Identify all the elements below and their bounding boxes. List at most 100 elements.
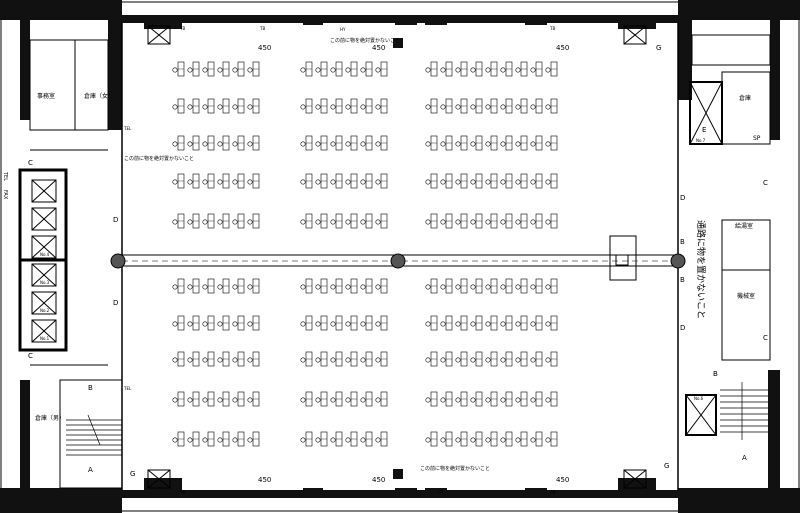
marker-c-3: C <box>763 179 768 187</box>
desk <box>360 135 373 151</box>
desk <box>515 135 528 151</box>
desk <box>375 173 388 189</box>
desk <box>500 315 513 331</box>
desk <box>345 278 358 294</box>
dim-450-br: 450 <box>556 476 569 484</box>
desk <box>545 173 558 189</box>
right-room-labels: 倉庫 SP 給湯室 機械室 <box>735 94 761 300</box>
desk <box>425 173 438 189</box>
desk <box>300 98 313 114</box>
desk <box>360 315 373 331</box>
desk <box>360 431 373 447</box>
tb-3: TB <box>549 26 555 31</box>
room-office-3: 倉庫（男） <box>35 414 65 422</box>
desk <box>315 135 328 151</box>
desk <box>375 98 388 114</box>
desk <box>217 391 230 407</box>
desk <box>217 61 230 77</box>
desk <box>470 391 483 407</box>
desk <box>515 61 528 77</box>
desk <box>515 391 528 407</box>
marker-c-2: C <box>28 352 33 360</box>
desk <box>202 61 215 77</box>
desk <box>515 431 528 447</box>
desk <box>217 315 230 331</box>
desk <box>330 213 343 229</box>
desk <box>440 213 453 229</box>
desk <box>187 391 200 407</box>
desk <box>345 431 358 447</box>
desk <box>440 173 453 189</box>
desk <box>470 213 483 229</box>
desk <box>530 213 543 229</box>
desk <box>515 351 528 367</box>
dim-450-tc: 450 <box>372 44 385 52</box>
tb-2: TB <box>259 26 265 31</box>
desk <box>300 351 313 367</box>
desk <box>300 135 313 151</box>
desk <box>315 61 328 77</box>
desk <box>202 213 215 229</box>
desk <box>345 391 358 407</box>
desk <box>247 213 260 229</box>
desk <box>545 278 558 294</box>
desk <box>232 315 245 331</box>
desk <box>515 173 528 189</box>
desk <box>315 173 328 189</box>
desk <box>247 351 260 367</box>
desk <box>202 98 215 114</box>
desk <box>455 391 468 407</box>
desk <box>485 173 498 189</box>
desk <box>187 135 200 151</box>
desk <box>485 135 498 151</box>
desk <box>345 135 358 151</box>
desk <box>345 173 358 189</box>
desk <box>172 315 185 331</box>
desk <box>455 173 468 189</box>
desk <box>515 98 528 114</box>
desk <box>375 61 388 77</box>
desk <box>455 98 468 114</box>
desk <box>530 173 543 189</box>
desk <box>500 431 513 447</box>
dim-450-bc: 450 <box>372 476 385 484</box>
left-wing <box>18 39 123 489</box>
desk <box>440 391 453 407</box>
left-elevators <box>31 179 57 343</box>
desk <box>515 315 528 331</box>
desk <box>425 431 438 447</box>
notice-top: この前に物を絶対置かないこと <box>330 37 400 44</box>
desk <box>530 61 543 77</box>
desk <box>345 351 358 367</box>
desk <box>315 315 328 331</box>
desk <box>500 98 513 114</box>
desk <box>247 173 260 189</box>
tb-1: TB <box>179 26 185 31</box>
desk <box>345 98 358 114</box>
desk <box>470 135 483 151</box>
notice-bottom: この前に物を絶対置かないこと <box>420 465 490 472</box>
desk <box>455 135 468 151</box>
desk <box>300 213 313 229</box>
desk <box>545 98 558 114</box>
desk <box>470 61 483 77</box>
desk <box>500 173 513 189</box>
room-sp: SP <box>753 135 761 142</box>
desk <box>485 351 498 367</box>
desk <box>232 431 245 447</box>
dim-450-tr: 450 <box>556 44 569 52</box>
elevator-labels: No.1 No.2 No.3 No.4 No.7 No.6 <box>40 138 706 401</box>
dim-450-tl: 450 <box>258 44 271 52</box>
marker-b-1: B <box>88 384 93 392</box>
desk <box>172 213 185 229</box>
marker-b-2: B <box>680 238 685 246</box>
desk <box>345 61 358 77</box>
desk <box>485 391 498 407</box>
desk <box>545 391 558 407</box>
desk <box>187 431 200 447</box>
desk <box>202 351 215 367</box>
desk <box>345 213 358 229</box>
desk <box>360 213 373 229</box>
desk <box>530 98 543 114</box>
